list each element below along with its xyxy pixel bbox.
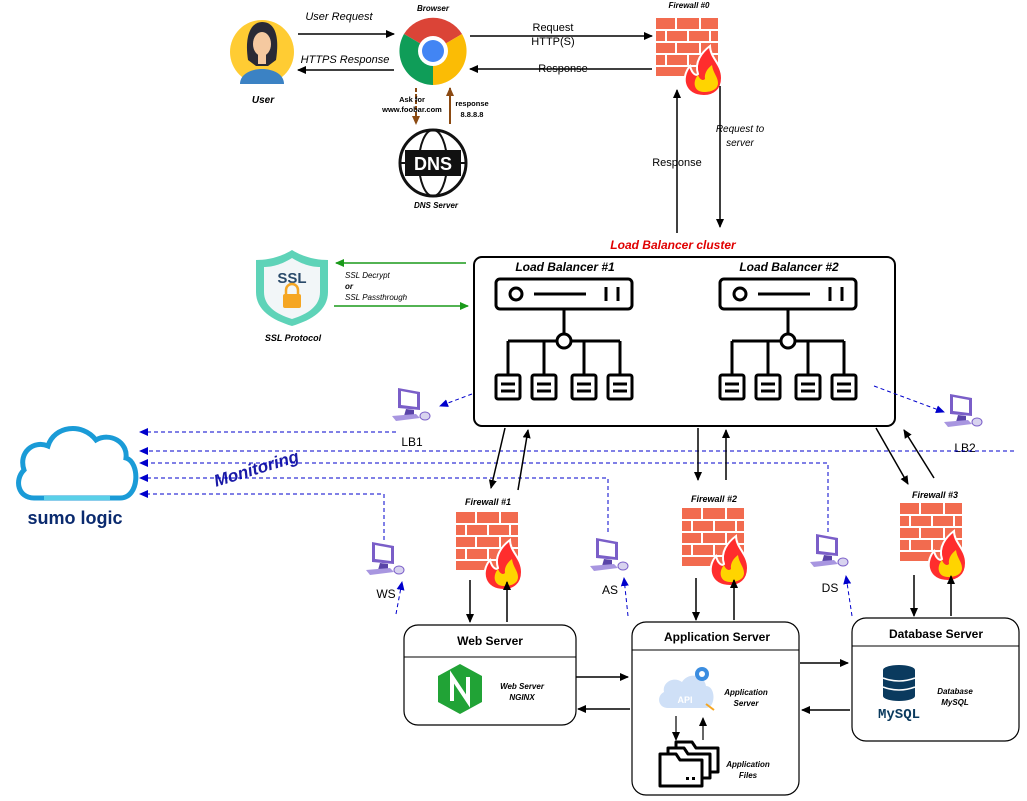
lb-cluster-label: Load Balancer cluster xyxy=(610,238,737,252)
ds-monitor-label: DS xyxy=(822,581,839,595)
dns-ask-label-2: www.foobar.com xyxy=(381,105,442,114)
lb2-label: Load Balancer #2 xyxy=(739,260,839,274)
user-request-label: User Request xyxy=(305,11,373,23)
response-fw0-label: Response xyxy=(538,63,588,75)
request-http-label-2: HTTP(S) xyxy=(531,36,574,48)
browser-label: Browser xyxy=(417,4,450,13)
lb1-monitor-label: LB1 xyxy=(401,435,423,449)
request-http-label-1: Request xyxy=(533,22,574,34)
database-desc-1: Database xyxy=(937,687,973,696)
web-server-title: Web Server xyxy=(457,634,523,648)
database-server-title: Database Server xyxy=(889,627,983,641)
ssl-protocol-label: SSL Protocol xyxy=(265,333,322,343)
request-to-server-label-2: server xyxy=(726,138,754,149)
dns-response-label-1: response xyxy=(455,99,488,108)
dns-icon-text: DNS xyxy=(414,154,452,174)
dns-response-label-2: 8.8.8.8 xyxy=(461,110,484,119)
as-monitor-icon xyxy=(589,537,629,572)
lb2-monitor-label: LB2 xyxy=(954,441,976,455)
database-server-box xyxy=(851,617,1020,742)
firewall3-icon xyxy=(899,502,967,582)
lb1-label: Load Balancer #1 xyxy=(515,260,615,274)
ssl-icon-text: SSL xyxy=(277,270,306,287)
response-up-label: Response xyxy=(652,157,702,169)
nginx-hexagon-icon xyxy=(438,664,482,714)
app-files-1: Application xyxy=(725,760,770,769)
lb1-monitor-icon xyxy=(391,387,431,422)
dns-server-label: DNS Server xyxy=(414,201,459,210)
ds-monitor-icon xyxy=(809,533,849,568)
web-server-desc-1: Web Server xyxy=(500,682,545,691)
ssl-passthrough-label: SSL Passthrough xyxy=(345,293,408,302)
chrome-browser-icon xyxy=(399,17,467,85)
firewall2-label: Firewall #2 xyxy=(691,494,737,504)
ws-monitor-label: WS xyxy=(376,587,395,601)
as-monitor-label: AS xyxy=(602,583,618,597)
web-server-desc-2: NGINX xyxy=(509,693,535,702)
firewall3-label: Firewall #3 xyxy=(912,490,958,500)
https-response-label: HTTPS Response xyxy=(301,54,390,66)
api-icon-text: API xyxy=(677,695,692,705)
folder-stack-icon xyxy=(658,740,720,788)
ssl-or-label: or xyxy=(345,282,354,291)
firewall1-icon xyxy=(455,511,523,591)
firewall2-icon xyxy=(681,507,749,587)
sumo-logic-label: sumo logic xyxy=(27,508,122,528)
lb2-monitor-icon xyxy=(943,393,983,428)
app-server-desc-1: Application xyxy=(723,688,768,697)
user-avatar-icon xyxy=(230,20,294,84)
firewall1-label: Firewall #1 xyxy=(465,497,511,507)
mysql-icon-text: MySQL xyxy=(878,707,920,723)
dns-globe-icon: DNS xyxy=(398,128,468,198)
monitoring-label: Monitoring xyxy=(212,447,302,491)
dns-ask-label-1: Ask for xyxy=(399,95,425,104)
app-files-2: Files xyxy=(739,771,758,780)
ws-monitor-icon xyxy=(365,541,405,576)
mysql-database-icon: MySQL xyxy=(878,665,920,723)
ssl-shield-lock-icon: SSL xyxy=(256,250,328,326)
app-server-desc-2: Server xyxy=(734,699,760,708)
firewall0-icon xyxy=(655,17,723,97)
database-desc-2: MySQL xyxy=(941,698,969,707)
user-label: User xyxy=(252,95,275,106)
app-server-title: Application Server xyxy=(664,630,770,644)
lb-firewall-arrows xyxy=(466,427,955,714)
monitoring-arrows xyxy=(139,385,1014,617)
ssl-decrypt-label: SSL Decrypt xyxy=(345,271,391,280)
sumo-logic-cloud-icon xyxy=(16,426,139,501)
api-cloud-gear-icon: API xyxy=(659,667,715,711)
request-to-server-label-1: Request to xyxy=(716,124,765,135)
firewall0-label: Firewall #0 xyxy=(669,1,710,10)
